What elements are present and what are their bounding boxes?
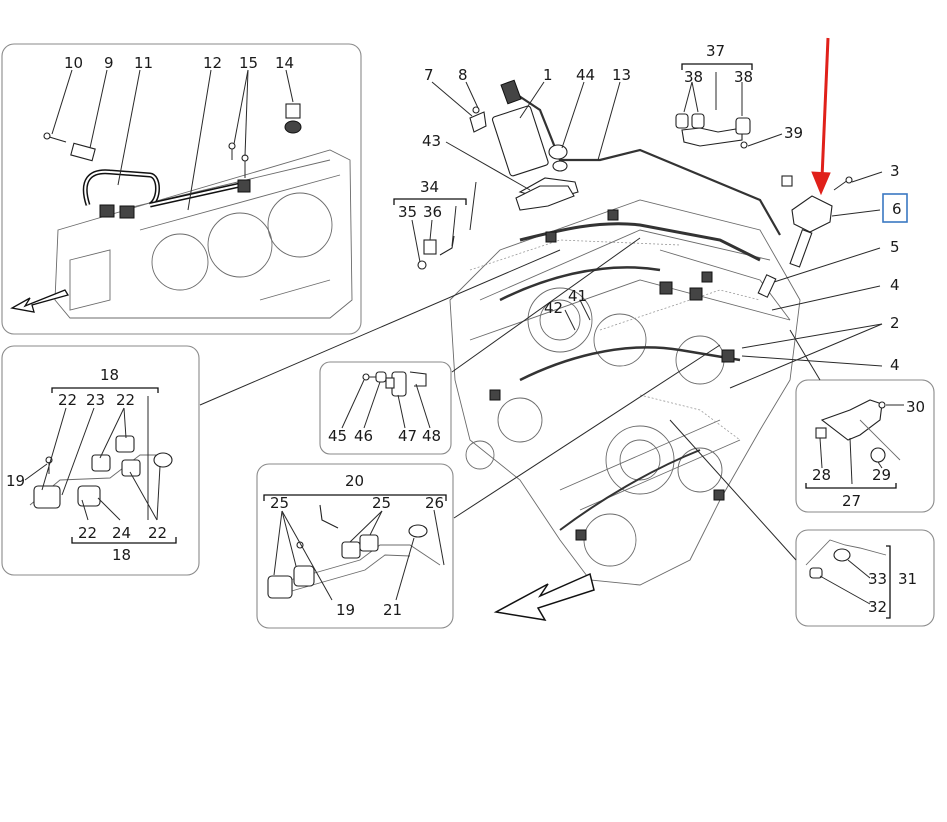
callout-9: 9 (104, 54, 114, 72)
callout-22: 22 (116, 391, 135, 409)
inset-clips-18: 18 22 23 22 19 22 24 22 18 (1, 345, 200, 576)
callout-42: 42 (544, 299, 563, 317)
callout-27: 27 (842, 492, 861, 510)
callout-25: 25 (270, 494, 289, 512)
callout-12: 12 (203, 54, 222, 72)
callout-30: 30 (906, 398, 925, 416)
callout-22: 22 (148, 524, 167, 542)
callout-31: 31 (898, 570, 917, 588)
callout-46: 46 (354, 427, 373, 445)
callout-2: 2 (890, 314, 900, 332)
callout-15: 15 (239, 54, 258, 72)
callout-23: 23 (86, 391, 105, 409)
callout-1: 1 (543, 66, 553, 84)
inset-clip-31: 33 31 32 (795, 529, 935, 627)
callout-48: 48 (422, 427, 441, 445)
callout-38: 38 (684, 68, 703, 86)
highlight-callout-6 (811, 37, 908, 223)
callout-38: 38 (734, 68, 753, 86)
callout-4: 4 (890, 356, 900, 374)
callout-28: 28 (812, 466, 831, 484)
callout-10: 10 (64, 54, 83, 72)
highlight-box (882, 193, 908, 223)
callout-43: 43 (422, 132, 441, 150)
callout-18: 18 (112, 546, 131, 564)
callout-32: 32 (868, 598, 887, 616)
callout-29: 29 (872, 466, 891, 484)
inset-bracket-27: 30 28 29 27 (795, 379, 935, 513)
inset-cylinder-head: 10 9 11 12 15 14 (1, 43, 362, 335)
callout-3: 3 (890, 162, 900, 180)
callout-5: 5 (890, 238, 900, 256)
callout-34: 34 (420, 178, 439, 196)
callout-20: 20 (345, 472, 364, 490)
inset-frame (795, 529, 935, 627)
callout-37: 37 (706, 42, 725, 60)
callout-19: 19 (336, 601, 355, 619)
callout-4: 4 (890, 276, 900, 294)
inset-bracket-20: 20 25 25 26 19 21 (256, 463, 454, 629)
main-engine-assembly: 7 8 1 44 13 37 38 38 39 43 34 35 36 3 6 … (199, 42, 902, 621)
red-arrow-head-icon (811, 171, 831, 196)
callout-11: 11 (134, 54, 153, 72)
callout-7: 7 (424, 66, 434, 84)
callout-39: 39 (784, 124, 803, 142)
callout-26: 26 (425, 494, 444, 512)
callout-47: 47 (398, 427, 417, 445)
callout-18: 18 (100, 366, 119, 384)
callout-24: 24 (112, 524, 131, 542)
callout-33: 33 (868, 570, 887, 588)
callout-13: 13 (612, 66, 631, 84)
callout-14: 14 (275, 54, 294, 72)
callout-8: 8 (458, 66, 468, 84)
inset-sensor-45-48: 45 46 47 48 (319, 361, 452, 455)
callout-25: 25 (372, 494, 391, 512)
callout-22: 22 (58, 391, 77, 409)
red-arrow-shaft (820, 37, 830, 179)
callout-22: 22 (78, 524, 97, 542)
callout-19: 19 (6, 472, 25, 490)
inset-frame (795, 379, 935, 513)
callout-44: 44 (576, 66, 595, 84)
callout-45: 45 (328, 427, 347, 445)
callout-41: 41 (568, 287, 587, 305)
callout-35: 35 (398, 203, 417, 221)
callout-36: 36 (423, 203, 442, 221)
callout-6: 6 (892, 200, 902, 218)
callout-21: 21 (383, 601, 402, 619)
inset-frame (1, 43, 362, 335)
